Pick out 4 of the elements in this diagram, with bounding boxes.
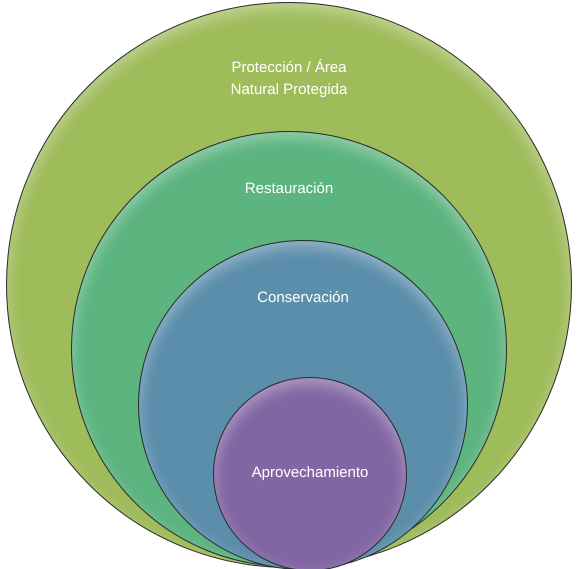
circle-label: Aprovechamiento (252, 463, 368, 483)
circle-label: Conservación (257, 288, 349, 308)
circle-label: Protección / Área Natural Protegida (230, 58, 348, 100)
circle-label: Restauración (244, 179, 334, 199)
